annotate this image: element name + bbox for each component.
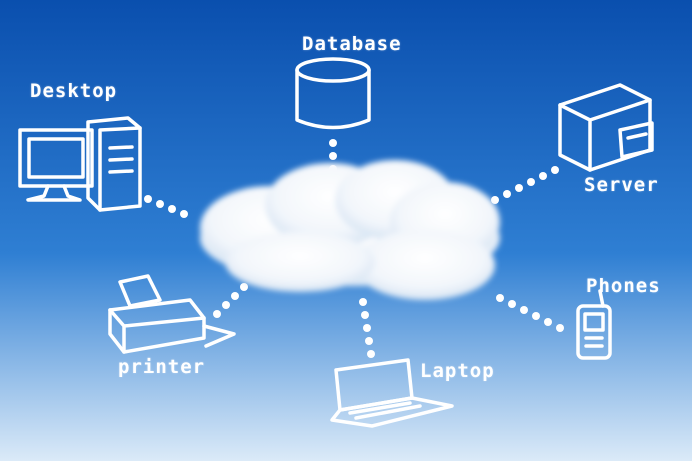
node-label-database: Database [302,33,402,55]
connector-dots [144,139,564,358]
node-label-phones: Phones [586,275,661,297]
database-icon [295,57,371,130]
node-label-printer: printer [118,356,206,378]
node-label-server: Server [584,174,659,196]
node-label-laptop: Laptop [420,360,495,382]
desktop-computer-icon [18,116,142,212]
node-label-desktop: Desktop [30,80,118,102]
laptop-icon [330,358,454,428]
server-icon [558,83,654,172]
cloud-icon [200,160,500,300]
mobile-phone-icon [576,289,612,360]
printer-icon [108,274,236,354]
